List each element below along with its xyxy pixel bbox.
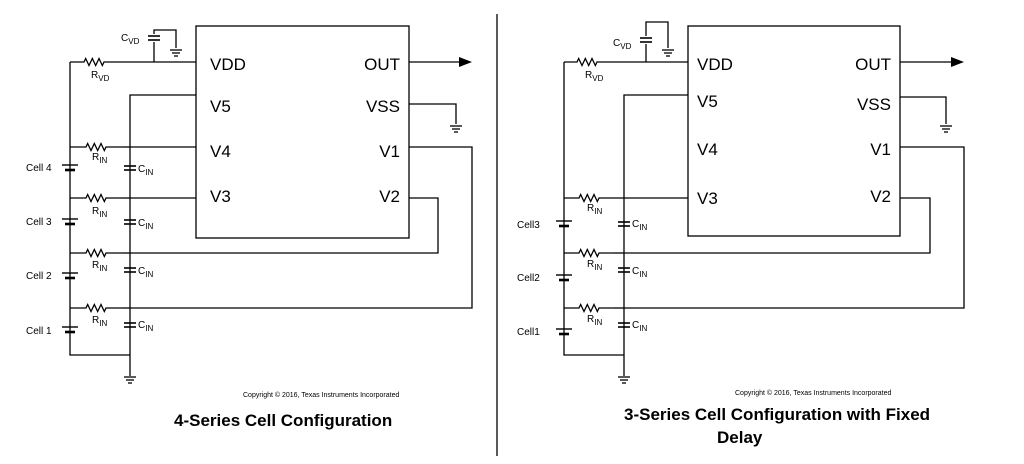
- rvd-label-right: RVD: [585, 70, 604, 83]
- cell-label-left-2: Cell 2: [26, 271, 52, 282]
- cvd-label-right: CVD: [613, 38, 632, 51]
- pin-v5-right: V5: [697, 92, 718, 111]
- rin-resistor: [70, 302, 122, 314]
- caption-left: 4-Series Cell Configuration: [174, 411, 392, 430]
- pin-v4-right: V4: [697, 140, 718, 159]
- cell-label-left-3: Cell 3: [26, 217, 52, 228]
- rin-resistor: [564, 192, 614, 204]
- pin-v2-left: V2: [379, 187, 400, 206]
- ic-body-left: [195, 25, 410, 239]
- rin-resistor: [70, 141, 122, 153]
- pin-v1-right: V1: [870, 140, 891, 159]
- rin-label-right-1: RIN: [587, 203, 602, 216]
- out-arrow-right: [951, 57, 964, 67]
- left-panel-4-series: VDD V5 V4 V3 OUT VSS V1 V2 CVD RVD RIN R…: [26, 25, 410, 430]
- cin-label-right-1: CIN: [632, 219, 647, 232]
- wire: [69, 147, 130, 356]
- cell-label-right-2: Cell2: [517, 273, 540, 284]
- cell-label-left-1: Cell 1: [26, 326, 52, 337]
- rin-label-left-3: RIN: [92, 260, 107, 273]
- ic-body-right: [687, 25, 901, 237]
- rvd-label-left: RVD: [91, 70, 110, 83]
- cin-label-left-2: CIN: [138, 218, 153, 231]
- cin-label-right-3: CIN: [632, 320, 647, 333]
- caption-right-line2: Delay: [717, 428, 763, 447]
- wire: [129, 94, 196, 376]
- rin-label-left-4: RIN: [92, 315, 107, 328]
- cin-label-left-1: CIN: [138, 164, 153, 177]
- cin-label-left-4: CIN: [138, 320, 153, 333]
- rin-resistor: [70, 247, 122, 259]
- rvd-resistor: [564, 56, 610, 68]
- pin-v3-left: V3: [210, 187, 231, 206]
- wire: [130, 197, 439, 254]
- pin-vss-left: VSS: [366, 97, 400, 116]
- pin-vdd-left: VDD: [210, 55, 246, 74]
- pin-v2-right: V2: [870, 187, 891, 206]
- cin-label-right-2: CIN: [632, 266, 647, 279]
- rin-label-left-2: RIN: [92, 206, 107, 219]
- rin-label-right-3: RIN: [587, 314, 602, 327]
- cell-label-left-4: Cell 4: [26, 163, 52, 174]
- pin-vdd-right: VDD: [697, 55, 733, 74]
- pin-v4-left: V4: [210, 142, 231, 161]
- rin-label-left-1: RIN: [92, 152, 107, 165]
- wire: [624, 197, 931, 254]
- copyright-left: Copyright © 2016, Texas Instruments Inco…: [243, 391, 399, 399]
- pin-v3-right: V3: [697, 189, 718, 208]
- rin-resistor: [564, 247, 614, 259]
- pin-out-right: OUT: [855, 55, 891, 74]
- pin-v5-left: V5: [210, 97, 231, 116]
- rin-label-right-2: RIN: [587, 259, 602, 272]
- pin-out-left: OUT: [364, 55, 400, 74]
- right-panel-3-series: VDD V5 V4 V3 OUT VSS V1 V2 CVD RVD RIN R…: [517, 25, 930, 447]
- cvd-label-left: CVD: [121, 33, 140, 46]
- wire: [153, 29, 177, 48]
- cell-label-right-3: Cell3: [517, 220, 540, 231]
- caption-right-line1: 3-Series Cell Configuration with Fixed: [624, 405, 930, 424]
- rin-resistor: [564, 302, 614, 314]
- pin-v1-left: V1: [379, 142, 400, 161]
- wire: [624, 146, 965, 309]
- wire: [900, 96, 947, 124]
- cell-label-right-1: Cell1: [517, 327, 540, 338]
- rvd-resistor: [70, 56, 118, 68]
- wire: [645, 21, 669, 48]
- cin-label-left-3: CIN: [138, 266, 153, 279]
- copyright-right: Copyright © 2016, Texas Instruments Inco…: [735, 389, 891, 397]
- pin-vss-right: VSS: [857, 95, 891, 114]
- wire: [563, 198, 624, 356]
- rin-resistor: [70, 192, 122, 204]
- out-arrow-left: [459, 57, 472, 67]
- wire: [623, 94, 688, 376]
- wire: [409, 103, 457, 124]
- wire: [130, 146, 473, 309]
